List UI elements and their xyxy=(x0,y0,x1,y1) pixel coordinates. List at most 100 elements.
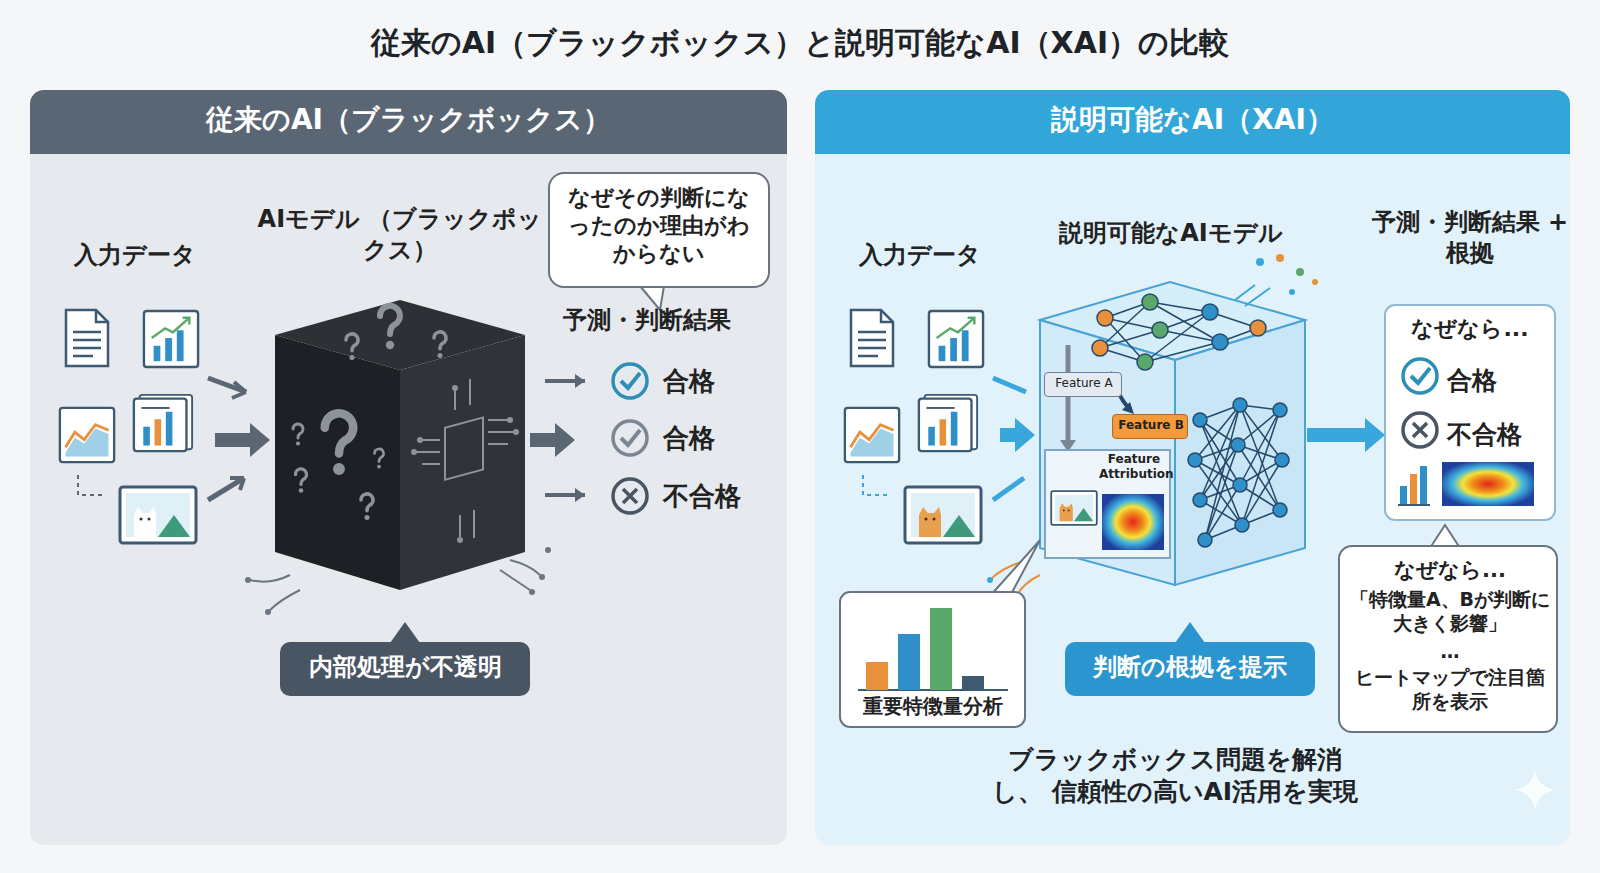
illustration-part xyxy=(60,408,114,462)
illustration-part xyxy=(898,634,920,690)
arrow-shape xyxy=(530,423,575,457)
illustration-part xyxy=(613,421,647,455)
illustration-part xyxy=(1275,453,1289,467)
illustration-part xyxy=(374,449,383,469)
result-box xyxy=(1385,305,1555,520)
illustration-part xyxy=(845,408,899,462)
illustration-part xyxy=(445,418,483,480)
result-box: 予測・判断結果 + 根拠なぜなら...合格不合格 xyxy=(1385,305,1555,520)
arrow-shape xyxy=(1000,418,1035,452)
feature-label: Feature A xyxy=(1044,372,1122,397)
illustration-part xyxy=(851,310,893,366)
illustration-part xyxy=(346,334,358,360)
illustration-part xyxy=(411,385,519,543)
label-text: Feature B xyxy=(1113,418,1189,433)
sparkle xyxy=(1515,770,1555,810)
arrow-shape xyxy=(215,423,270,457)
illustration-part xyxy=(815,90,1570,845)
label-text: 合格 xyxy=(1447,365,1547,397)
illustration-part xyxy=(1200,420,1242,525)
label-text: … xyxy=(1340,639,1560,663)
illustration-part xyxy=(539,574,545,580)
illustration-part xyxy=(1122,402,1134,414)
label-text: なぜなら... xyxy=(1340,557,1560,584)
illustration-part xyxy=(265,609,271,615)
label-text: 予測・判断結果 xyxy=(563,305,783,336)
illustration-part xyxy=(575,374,585,502)
illustration-part xyxy=(815,90,1570,154)
title: 従来のAI（ブラックボックス）と説明可能なAI（XAI）の比較 xyxy=(0,24,1600,62)
label-text: 予測・判断結果 + 根拠 xyxy=(1370,207,1570,268)
illustration-part xyxy=(295,469,306,493)
caption: ブラックボックス問題を解消し、 信頼性の高いAI活用を実現 xyxy=(985,744,1365,808)
illustration-part xyxy=(1205,485,1240,540)
right-panel xyxy=(815,90,1570,845)
illustration-part xyxy=(1193,413,1207,427)
illustration-part xyxy=(919,395,977,451)
illustration-part xyxy=(1400,486,1407,504)
flow-arrow xyxy=(1307,418,1385,452)
label-text: 不合格 xyxy=(663,480,773,513)
black-box-cube xyxy=(245,300,551,615)
label-text: ヒートマップで注目箇所を表示 xyxy=(1348,665,1552,714)
illustration-part xyxy=(987,254,1318,603)
label-text: 入力データ xyxy=(840,240,1000,271)
callout-tails xyxy=(390,286,664,643)
illustration-part xyxy=(1051,491,1097,525)
model-box: AIモデル （ブラックポックス） xyxy=(270,300,530,590)
arrow-shape xyxy=(1307,418,1385,452)
speech-bubble: なぜその判断になったのか理由がわからない xyxy=(548,172,770,288)
flow-arrow xyxy=(530,423,575,457)
illustration-part xyxy=(250,560,540,610)
illustration-part xyxy=(1175,622,1205,643)
label-text: なぜその判断になったのか理由がわからない xyxy=(558,184,760,268)
illustration-part xyxy=(613,479,647,513)
illustration-part xyxy=(1160,330,1220,342)
illustration-part xyxy=(144,311,198,367)
illustration-part xyxy=(120,487,196,543)
illustration-part xyxy=(1296,268,1304,276)
illustration-part xyxy=(1273,403,1287,417)
illustration-part xyxy=(411,449,417,455)
illustration-part xyxy=(1289,289,1295,295)
panel: 説明可能なAI（XAI）入力データ説明可能なAIモデルFeature AFeat… xyxy=(815,90,1570,845)
illustration-part xyxy=(1205,445,1238,540)
illustration-part xyxy=(1235,285,1270,306)
illustration-part xyxy=(380,306,400,349)
label-text: 重要特徴量分析 xyxy=(840,694,1025,720)
input-group: 入力データ xyxy=(840,300,1000,555)
illustration-part xyxy=(390,622,420,643)
illustration-part xyxy=(1100,330,1160,348)
illustration-part xyxy=(992,594,1016,600)
illustration-part xyxy=(990,540,1040,596)
illustration-part xyxy=(457,537,463,543)
illustration-part xyxy=(250,560,540,610)
illustration-part xyxy=(1097,310,1113,326)
label-text: 従来のAI（ブラックボックス） xyxy=(30,102,787,138)
illustration-part xyxy=(1193,493,1207,507)
illustration-part xyxy=(1233,398,1247,412)
attribution-panel: Feature Attribution xyxy=(1045,450,1170,558)
label-text: なぜなら... xyxy=(1385,315,1555,343)
illustration-part xyxy=(529,589,535,595)
illustration-part xyxy=(1175,320,1305,585)
illustration-part xyxy=(1150,302,1220,342)
label-text: AIモデル （ブラックポックス） xyxy=(250,204,550,265)
illustration-part xyxy=(245,547,551,615)
illustration-part xyxy=(1200,445,1238,500)
illustration-part xyxy=(361,494,373,520)
illustration-part xyxy=(1188,453,1202,467)
illustration-part xyxy=(1233,478,1247,492)
illustration-part xyxy=(929,311,983,367)
panel: 従来のAI（ブラックボックス） AIモデル （ブラックポックス） 入力データ 予測・判… xyxy=(30,90,787,845)
label-text: 不合格 xyxy=(1447,419,1547,451)
illustration-part xyxy=(1273,503,1287,517)
illustration-part xyxy=(1145,312,1210,362)
input-icons xyxy=(60,310,246,543)
illustration-part xyxy=(1142,294,1158,310)
illustration-part xyxy=(545,547,551,553)
illustration-part xyxy=(1102,494,1164,550)
illustration-part xyxy=(1256,258,1264,266)
input-group: 入力データ xyxy=(55,300,215,555)
